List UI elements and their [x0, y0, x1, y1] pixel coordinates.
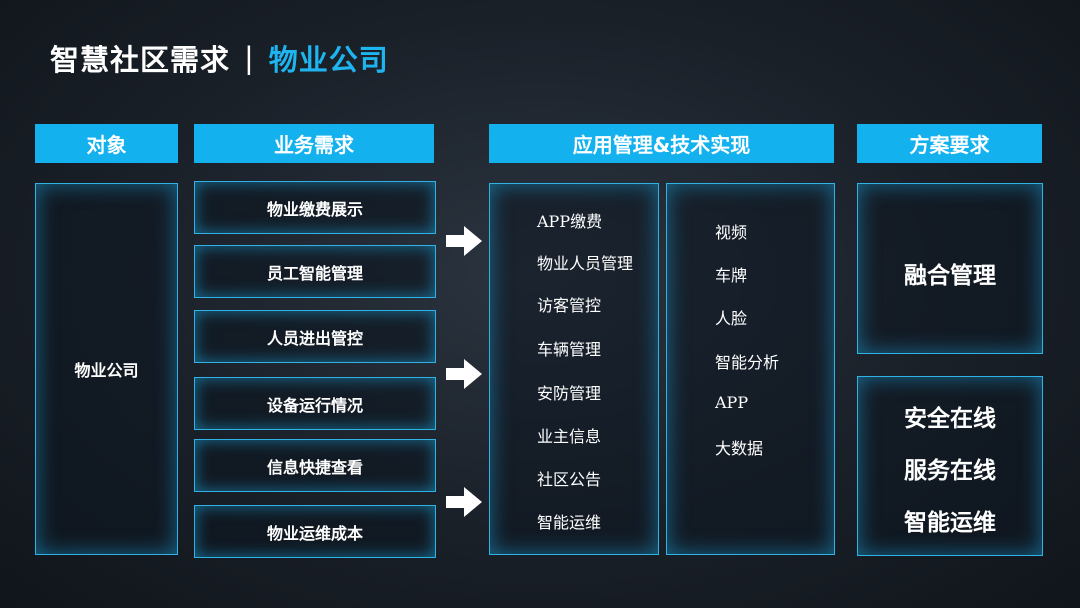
list-item: APP	[715, 393, 749, 412]
requirement-panel-bottom: 安全在线 服务在线 智能运维	[857, 376, 1043, 556]
header-object: 对象	[35, 124, 178, 163]
need-item-5: 信息快捷查看	[194, 439, 436, 492]
requirement-top: 融合管理	[904, 263, 996, 289]
list-item: 人脸	[715, 309, 748, 328]
list-item: 物业人员管理	[537, 254, 634, 273]
page-title-accent: 物业公司	[268, 43, 389, 77]
requirement-item-1: 安全在线	[904, 406, 996, 432]
need-item-1: 物业缴费展示	[194, 181, 436, 234]
page-title-main: 智慧社区需求	[50, 43, 231, 77]
need-item-6: 物业运维成本	[194, 505, 436, 558]
list-item: 车辆管理	[537, 340, 602, 359]
list-item: 视频	[715, 223, 748, 242]
list-item: 智能运维	[537, 513, 602, 532]
requirement-item-3: 智能运维	[904, 510, 996, 536]
apps-panel-right: 视频 车牌 人脸 智能分析 APP 大数据	[666, 183, 835, 555]
right-arrow-icon	[446, 226, 482, 256]
list-item: 智能分析	[715, 353, 780, 372]
object-label: 物业公司	[74, 361, 139, 380]
list-item: 社区公告	[537, 470, 602, 489]
requirement-item-2: 服务在线	[904, 458, 996, 484]
requirement-panel-top: 融合管理	[857, 183, 1043, 354]
header-needs: 业务需求	[194, 124, 434, 163]
right-arrow-icon	[446, 487, 482, 517]
right-arrow-icon	[446, 359, 482, 389]
list-item: APP缴费	[537, 212, 603, 231]
header-requirements: 方案要求	[857, 124, 1042, 163]
need-item-4: 设备运行情况	[194, 377, 436, 430]
list-item: 安防管理	[537, 384, 602, 403]
apps-panel-left: APP缴费 物业人员管理 访客管控 车辆管理 安防管理 业主信息 社区公告 智能…	[489, 183, 659, 555]
title-separator: |	[244, 41, 255, 75]
list-item: 车牌	[715, 266, 748, 285]
list-item: 业主信息	[537, 427, 602, 446]
list-item: 访客管控	[537, 296, 602, 315]
need-item-3: 人员进出管控	[194, 310, 436, 363]
header-apps: 应用管理&技术实现	[489, 124, 834, 163]
list-item: 大数据	[715, 439, 764, 458]
page-title: 智慧社区需求 | 物业公司	[50, 38, 389, 78]
need-item-2: 员工智能管理	[194, 245, 436, 298]
object-panel: 物业公司	[35, 183, 178, 555]
